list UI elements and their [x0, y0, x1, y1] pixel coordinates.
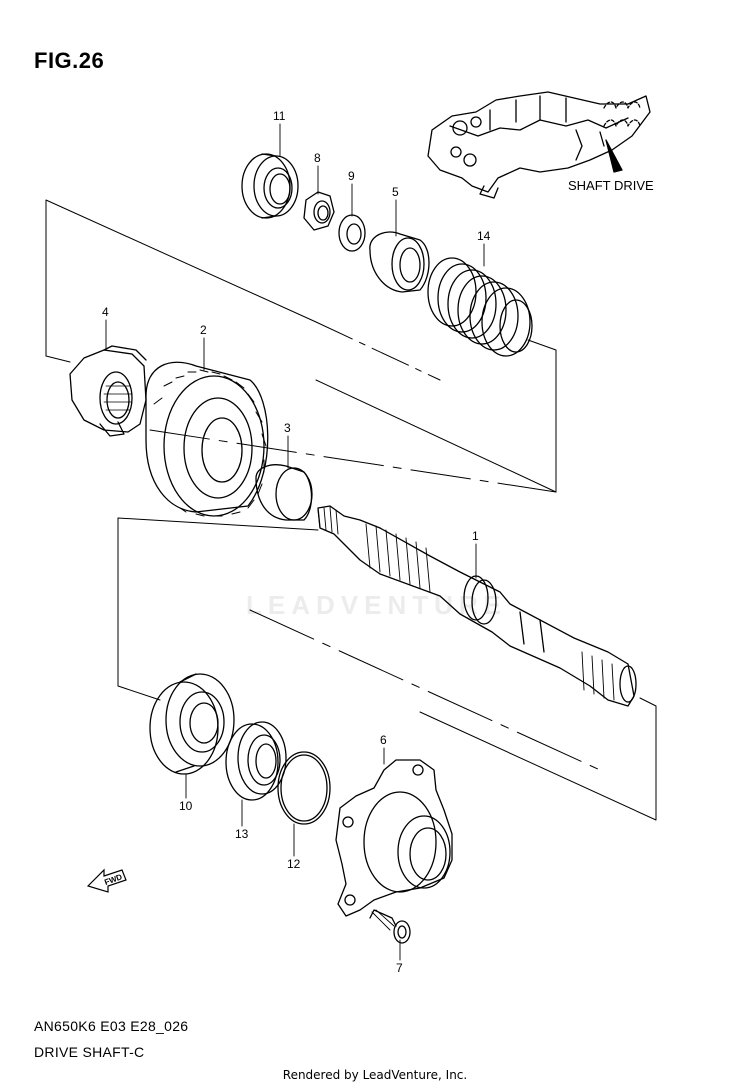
callout-13: 13 — [235, 827, 249, 841]
callout-10: 10 — [179, 799, 193, 813]
part-11-oil-seal — [241, 153, 299, 219]
callout-8: 8 — [314, 151, 321, 165]
part-10-bearing — [149, 673, 235, 775]
callout-11: 11 — [273, 109, 286, 123]
callout-2: 2 — [200, 323, 207, 337]
callout-9: 9 — [348, 169, 355, 183]
callout-4: 4 — [102, 305, 109, 319]
part-12-o-ring — [277, 751, 331, 825]
part-05-bushing — [369, 231, 430, 293]
part-01-drive-shaft — [317, 505, 637, 707]
part-14-spring — [427, 257, 533, 357]
part-06-bearing-housing — [335, 759, 453, 917]
callout-1: 1 — [472, 529, 479, 543]
part-04-dog-clutch — [69, 345, 147, 437]
callout-leaders — [105, 123, 485, 961]
shaft-drive-label: SHAFT DRIVE — [568, 178, 654, 193]
callout-12: 12 — [287, 857, 301, 871]
model-code: AN650K6 E03 E28_026 — [34, 1018, 189, 1034]
part-08-nut — [303, 191, 335, 231]
part-03-bushing — [255, 464, 313, 521]
shaft-drive-pointer-icon — [605, 139, 623, 173]
fwd-arrow-icon: FWD — [86, 868, 127, 893]
part-09-washer — [338, 214, 366, 252]
part-02-driven-gear — [145, 361, 269, 517]
callout-3: 3 — [284, 421, 291, 435]
part-07-bolt — [369, 909, 411, 944]
upper-assembly-frame — [45, 199, 557, 493]
section-name: DRIVE SHAFT-C — [34, 1044, 145, 1060]
rendered-by-credit: Rendered by LeadVenture, Inc. — [282, 1068, 468, 1082]
lower-assembly-frame — [117, 517, 657, 821]
callout-7: 7 — [396, 961, 403, 975]
shaft-drive-inset — [427, 91, 651, 199]
part-13-oil-seal — [225, 721, 287, 801]
callout-6: 6 — [380, 733, 387, 747]
figure-title: FIG.26 — [34, 48, 105, 73]
watermark: LEADVENTURE — [246, 590, 508, 620]
callout-14: 14 — [477, 229, 491, 243]
callout-5: 5 — [392, 185, 399, 199]
